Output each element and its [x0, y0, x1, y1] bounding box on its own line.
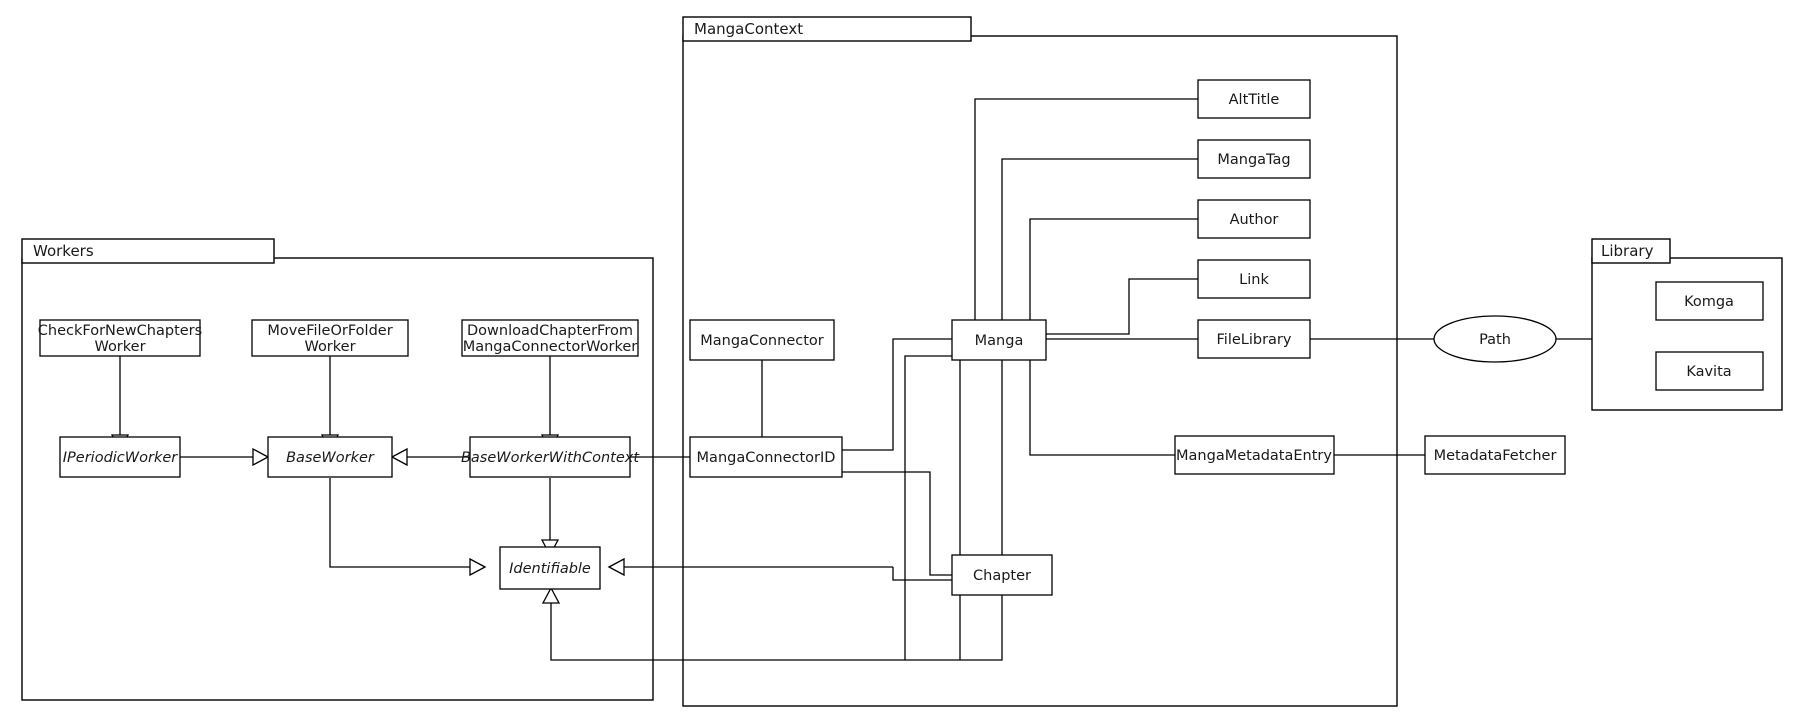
node-link[interactable]: Link [1197, 259, 1311, 299]
node-mangaconnector-label: MangaConnector [700, 333, 824, 349]
node-check-for-new-chapters-worker-box[interactable] [39, 319, 201, 357]
node-mangaconnectorid-label: MangaConnectorID [697, 450, 836, 466]
node-baseworker-box[interactable] [267, 436, 393, 478]
node-mangaconnector-box[interactable] [689, 319, 835, 361]
edge-manga-to-alttitle [974, 98, 1198, 325]
node-chapter-box[interactable] [951, 554, 1053, 596]
package-mangacontext-body [682, 35, 1398, 707]
package-mangacontext: MangaContext [682, 16, 1398, 707]
arrowhead-identifiable-bottom [541, 586, 561, 604]
edge-mangaconnectorid-to-manga [841, 338, 952, 451]
node-komga[interactable]: Komga [1655, 281, 1764, 321]
node-manga[interactable]: Manga [951, 319, 1047, 361]
node-filelibrary[interactable]: FileLibrary [1197, 319, 1311, 359]
node-alttitle[interactable]: AltTitle [1197, 79, 1311, 119]
node-iperiodicworker[interactable]: IPeriodicWorker [59, 436, 181, 478]
node-check-for-new-chapters-worker-label-line1: CheckForNewChapters [38, 323, 202, 339]
node-move-file-or-folder-worker-label-line1: MoveFileOrFolder [267, 323, 392, 339]
arrowhead-baseworker-left [252, 447, 270, 467]
node-move-file-or-folder-worker[interactable]: MoveFileOrFolder Worker [251, 319, 409, 357]
node-path-ellipse[interactable] [1433, 315, 1557, 363]
node-manga-label: Manga [975, 333, 1024, 349]
node-check-for-new-chapters-worker[interactable]: CheckForNewChapters Worker [38, 319, 202, 357]
node-mangatag[interactable]: MangaTag [1197, 139, 1311, 179]
arrowhead-identifiable-right [607, 557, 625, 577]
edge-mangaconnectorid-to-chapter [841, 471, 952, 576]
node-mangaconnectorid-box[interactable] [689, 436, 843, 478]
node-identifiable[interactable]: Identifiable [499, 546, 601, 590]
node-filelibrary-label: FileLibrary [1217, 332, 1292, 348]
node-metadatafetcher-box[interactable] [1424, 435, 1566, 475]
node-download-chapter-worker-label-line1: DownloadChapterFrom [467, 323, 633, 339]
edge-chapter-bottom-to-identifiable [550, 595, 1003, 661]
node-kavita-box[interactable] [1655, 351, 1764, 391]
edge-baseworker-to-identifiable [329, 478, 473, 568]
node-komga-box[interactable] [1655, 281, 1764, 321]
node-kavita[interactable]: Kavita [1655, 351, 1764, 391]
node-move-file-or-folder-worker-label-line2: Worker [304, 339, 355, 355]
package-library-label: Library [1601, 242, 1654, 260]
node-baseworkerwithcontext-box[interactable] [469, 436, 631, 478]
node-mangaconnectorid[interactable]: MangaConnectorID [689, 436, 843, 478]
edge-manga-to-link [1045, 278, 1198, 335]
node-mangatag-box[interactable] [1197, 139, 1311, 179]
arrowhead-identifiable-left [469, 557, 487, 577]
edge-manga-to-author [1029, 218, 1198, 325]
node-author-box[interactable] [1197, 199, 1311, 239]
edge-manga-to-mangatag [1001, 158, 1198, 325]
node-mangametadataentry-box[interactable] [1174, 435, 1335, 475]
node-path[interactable]: Path [1433, 315, 1557, 363]
package-workers-tab [21, 238, 275, 264]
node-iperiodicworker-label: IPeriodicWorker [63, 450, 178, 466]
node-metadatafetcher[interactable]: MetadataFetcher [1424, 435, 1566, 475]
node-baseworker-label: BaseWorker [286, 450, 375, 466]
arrowhead-baseworker-right [390, 447, 408, 467]
node-mangametadataentry[interactable]: MangaMetadataEntry [1174, 435, 1335, 475]
node-manga-box[interactable] [951, 319, 1047, 361]
node-baseworkerwithcontext-label: BaseWorkerWithContext [461, 450, 640, 466]
package-mangacontext-label: MangaContext [694, 20, 803, 38]
edge-manga-to-mangametadataentry [1029, 325, 1175, 456]
node-link-label: Link [1239, 272, 1269, 288]
edge-chapter-to-identifiable-route [892, 567, 952, 581]
node-mangametadataentry-label: MangaMetadataEntry [1176, 448, 1332, 464]
node-download-chapter-from-manga-connector-worker-box[interactable] [461, 319, 639, 357]
node-author[interactable]: Author [1197, 199, 1311, 239]
node-alttitle-box[interactable] [1197, 79, 1311, 119]
node-komga-label: Komga [1684, 294, 1734, 310]
node-metadatafetcher-label: MetadataFetcher [1434, 448, 1557, 464]
node-path-label: Path [1479, 332, 1511, 348]
node-mangaconnector[interactable]: MangaConnector [689, 319, 835, 361]
node-baseworker[interactable]: BaseWorker [267, 436, 393, 478]
node-iperiodicworker-box[interactable] [59, 436, 181, 478]
node-identifiable-label: Identifiable [509, 561, 591, 577]
node-alttitle-label: AltTitle [1229, 92, 1280, 108]
package-library-tab [1591, 238, 1671, 264]
package-workers-label: Workers [33, 242, 94, 260]
edge-manga-left-down-route [904, 355, 952, 660]
node-kavita-label: Kavita [1686, 364, 1731, 380]
node-baseworkerwithcontext[interactable]: BaseWorkerWithContext [461, 436, 640, 478]
node-chapter[interactable]: Chapter [951, 554, 1053, 596]
node-filelibrary-box[interactable] [1197, 319, 1311, 359]
edges-layer [119, 98, 1592, 661]
node-mangatag-label: MangaTag [1217, 152, 1290, 168]
package-mangacontext-tab [682, 16, 972, 42]
node-download-chapter-from-manga-connector-worker[interactable]: DownloadChapterFrom MangaConnectorWorker [461, 319, 639, 357]
node-author-label: Author [1230, 212, 1279, 228]
node-move-file-or-folder-worker-box[interactable] [251, 319, 409, 357]
node-download-chapter-worker-label-line2: MangaConnectorWorker [463, 339, 638, 355]
node-identifiable-box[interactable] [499, 546, 601, 590]
node-link-box[interactable] [1197, 259, 1311, 299]
node-chapter-label: Chapter [973, 568, 1031, 584]
node-check-for-new-chapters-worker-label-line2: Worker [94, 339, 145, 355]
